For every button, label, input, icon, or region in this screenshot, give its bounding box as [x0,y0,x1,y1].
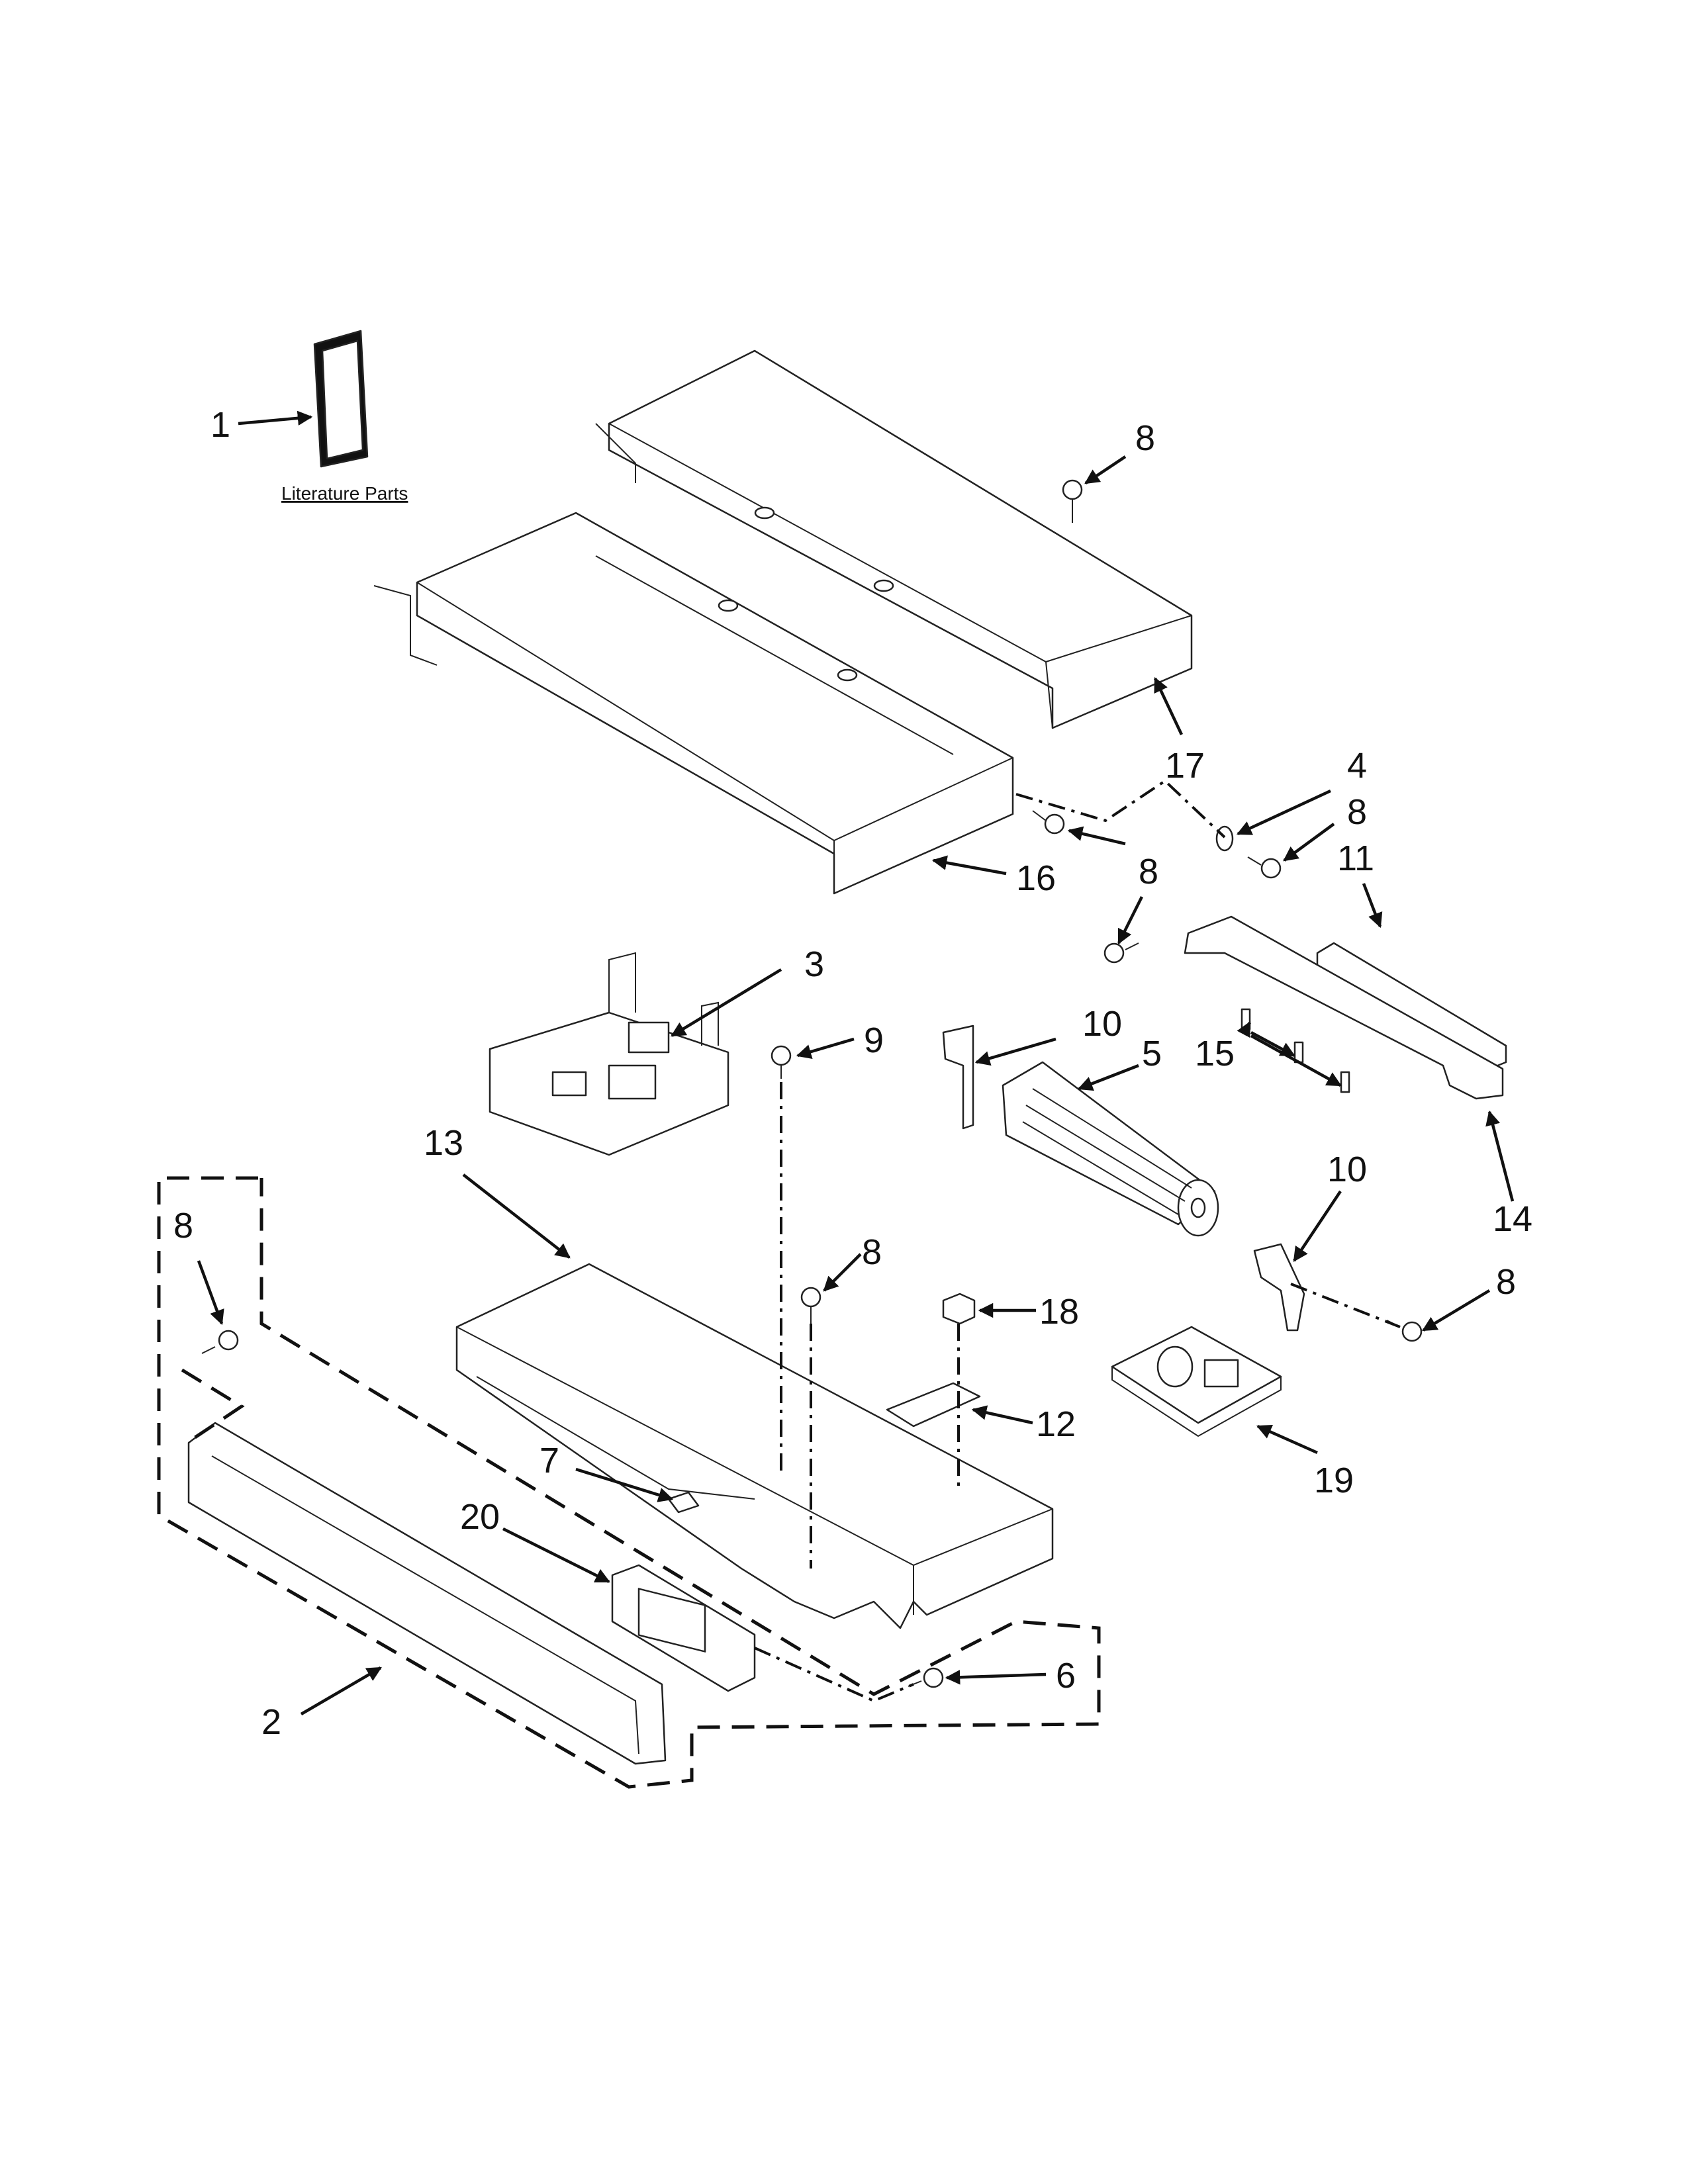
clip-7 [667,1491,700,1514]
callout-12: 12 [1036,1404,1076,1444]
mounting-panel [455,1263,1054,1629]
screw-9 [771,1045,792,1079]
leader-6 [945,1670,1047,1685]
callout-18: 18 [1039,1292,1079,1332]
callout-8-lower-right: 8 [1496,1262,1516,1302]
mounting-bracket-upper [942,1024,974,1130]
callout-4: 4 [1347,746,1367,786]
callout-8-center: 8 [862,1232,882,1272]
callout-19: 19 [1314,1461,1354,1500]
callout-11: 11 [1337,839,1374,878]
leader-8c [1067,826,1126,846]
screw-8-mid [1032,810,1065,835]
leader-1 [238,410,313,426]
callout-8-left: 8 [173,1206,193,1246]
power-supply-board [1111,1326,1282,1437]
dashdot-line-16-4 [1015,779,1226,839]
callout-15: 15 [1195,1034,1235,1073]
leader-7 [575,1467,674,1502]
screw-8-right [1247,856,1282,879]
callout-13: 13 [424,1123,463,1163]
leader-8f [823,1253,862,1292]
leader-9 [796,1037,855,1060]
leader-3 [671,968,782,1037]
callout-14: 14 [1493,1199,1532,1239]
callout-8-washer: 8 [1347,792,1367,832]
callout-3: 3 [804,944,824,984]
callout-6: 6 [1056,1656,1076,1696]
callout-8-mid: 8 [1139,852,1158,891]
control-panel-trim [187,1422,667,1765]
leader-8e [197,1260,224,1326]
callout-9: 9 [864,1021,884,1060]
upper-cover-panel [595,349,1193,729]
screw-6 [908,1667,944,1688]
blower-fan [1002,1061,1219,1237]
leader-15a [1237,1021,1251,1038]
leader-8a [1084,455,1127,484]
callout-5: 5 [1142,1034,1162,1073]
leader-8d [1117,895,1144,945]
terminal-block [886,1382,981,1428]
callout-20: 20 [460,1497,500,1537]
screw-8-bracket [1103,942,1139,964]
leader-10b [1293,1190,1342,1262]
callout-2: 2 [261,1702,281,1742]
leader-8g [1422,1289,1491,1332]
screw-8-top [1062,479,1083,523]
leader-8b [1283,823,1335,862]
screw-8-left [201,1330,239,1354]
leader-19 [1256,1424,1318,1455]
leader-16 [931,855,1007,876]
lower-cover-panel [373,512,1014,895]
callout-16: 16 [1016,858,1056,898]
leader-2 [300,1666,382,1715]
assembly-dash-inner [181,1368,245,1441]
leader-13 [462,1173,571,1259]
literature-book [313,330,369,468]
dashdot-line-10 [1290,1283,1401,1328]
leader-15c [1250,1034,1342,1087]
callout-10-lower: 10 [1327,1150,1367,1189]
leader-14 [1485,1110,1515,1202]
leader-5 [1077,1064,1139,1091]
callout-7: 7 [539,1441,559,1480]
dashdot-line-20 [754,1647,914,1703]
leader-17 [1153,676,1184,735]
nut-18 [942,1293,976,1325]
callout-10-upper: 10 [1082,1004,1122,1044]
leader-12 [971,1405,1033,1425]
leader-11 [1362,883,1383,929]
callout-8-top: 8 [1135,418,1155,458]
electronic-control-board [611,1564,756,1692]
leader-10a [974,1037,1056,1066]
callout-17: 17 [1165,746,1205,786]
screw-8-center [800,1287,821,1324]
leader-15b [1250,1031,1295,1057]
support-bracket [1184,915,1504,1100]
literature-parts-caption: Literature Parts [281,483,408,504]
mounting-bracket-lower [1253,1243,1305,1332]
control-bracket [489,952,729,1156]
leader-20 [502,1527,611,1584]
assembly-dash-outline [157,1176,1101,1789]
leader-4 [1236,789,1331,836]
callout-1: 1 [211,405,230,445]
